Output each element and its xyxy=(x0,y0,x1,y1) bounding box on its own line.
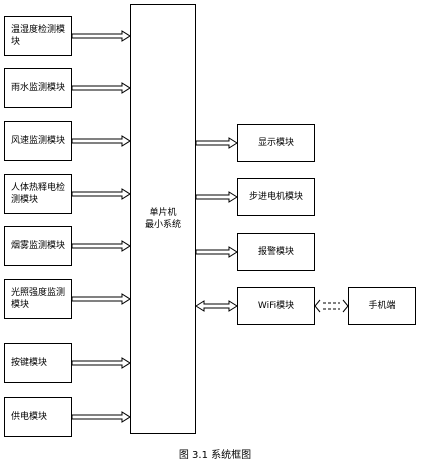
module-display: 显示模块 xyxy=(237,124,315,162)
wireless-arrowhead-left xyxy=(314,299,321,313)
module-label: 风速监测模块 xyxy=(11,136,66,146)
mcu-label-line2: 最小系统 xyxy=(144,220,181,230)
module-label: 人体热释电检测模块 xyxy=(11,183,66,205)
output-arrow-0 xyxy=(195,137,238,149)
module-label: 显示模块 xyxy=(257,138,294,148)
module-light: 光照强度监测模块 xyxy=(4,279,72,319)
module-stepper-motor: 步进电机模块 xyxy=(237,178,315,216)
output-arrow-2 xyxy=(195,246,238,258)
figure-caption: 图 3.1 系统框图 xyxy=(178,450,252,461)
module-label: 报警模块 xyxy=(257,247,294,257)
mcu-minimum-system: 单片机 最小系统 xyxy=(130,4,196,434)
wifi-bidirectional-arrow xyxy=(195,300,238,312)
module-smoke: 烟雾监测模块 xyxy=(4,226,72,266)
module-label: 按键模块 xyxy=(11,358,48,368)
module-temp-humidity: 温湿度检测模块 xyxy=(4,16,72,56)
module-label: 雨水监测模块 xyxy=(11,83,66,93)
module-label: 供电模块 xyxy=(11,412,48,422)
input-arrow-5 xyxy=(71,293,131,305)
module-pir: 人体热释电检测模块 xyxy=(4,174,72,214)
output-arrow-1 xyxy=(195,191,238,203)
module-label: 光照强度监测模块 xyxy=(11,288,66,310)
input-arrow-3 xyxy=(71,188,131,200)
module-keys: 按键模块 xyxy=(4,343,72,383)
module-wifi: WiFi模块 xyxy=(237,287,315,325)
module-alarm: 报警模块 xyxy=(237,233,315,271)
module-label: 手机端 xyxy=(368,301,396,311)
module-label: 步进电机模块 xyxy=(248,192,303,202)
input-arrow-4 xyxy=(71,240,131,252)
module-power: 供电模块 xyxy=(4,397,72,437)
input-arrow-7 xyxy=(71,411,131,423)
input-arrow-6 xyxy=(71,357,131,369)
mcu-label-line1: 单片机 xyxy=(149,208,177,218)
input-arrow-1 xyxy=(71,82,131,94)
module-rain: 雨水监测模块 xyxy=(4,68,72,108)
module-wind-speed: 风速监测模块 xyxy=(4,121,72,161)
input-arrow-0 xyxy=(71,30,131,42)
module-phone: 手机端 xyxy=(348,287,416,325)
module-label: WiFi模块 xyxy=(257,301,295,311)
module-label: 烟雾监测模块 xyxy=(11,241,66,251)
module-label: 温湿度检测模块 xyxy=(11,25,66,47)
input-arrow-2 xyxy=(71,135,131,147)
